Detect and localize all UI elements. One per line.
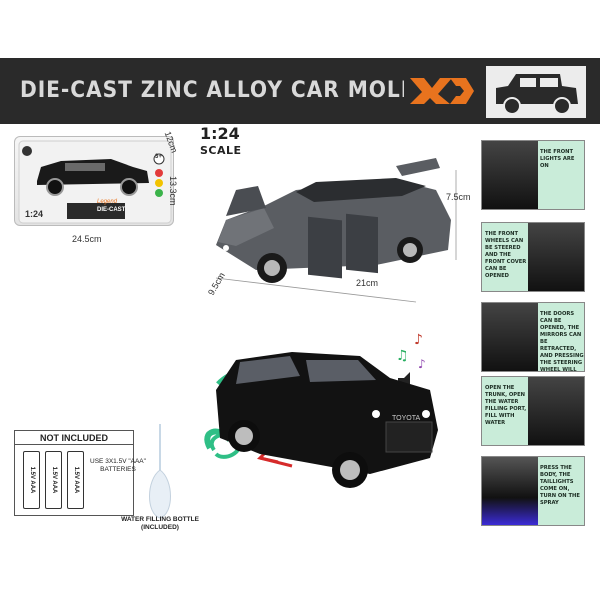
product-title: DIE-CAST ZINC ALLOY CAR MOLD xyxy=(20,78,419,103)
feature-text-spray: PRESS THE BODY, THE TAILLIGHTS COME ON, … xyxy=(540,465,580,506)
box-brand-line1: Legend xyxy=(97,199,118,205)
svg-text:♪: ♪ xyxy=(414,332,423,348)
sound-notes-icon: ♪ ♫ ♪ xyxy=(396,332,426,390)
battery-icon: 1.5V AAA xyxy=(67,451,84,509)
feature-image-front-lights xyxy=(482,141,538,209)
water-bottle-label: WATER FILLING BOTTLE (INCLUDED) xyxy=(121,516,199,531)
feature-image-water xyxy=(528,377,584,445)
feature-text-water: OPEN THE TRUNK, OPEN THE WATER FILLING P… xyxy=(485,385,527,426)
feature-panel-doors: THE DOORS CAN BE OPENED, THE MIRRORS CAN… xyxy=(481,302,585,372)
box-brand-line2: DIE-CAST xyxy=(97,207,126,213)
feature-text-doors: THE DOORS CAN BE OPENED, THE MIRRORS CAN… xyxy=(540,311,584,372)
svg-text:♫: ♫ xyxy=(396,348,409,364)
suv-silhouette-icon xyxy=(486,66,586,118)
car-height-dimension: 7.5cm xyxy=(446,192,471,202)
water-bottle-icon xyxy=(149,424,171,519)
xd-logo xyxy=(404,72,478,110)
svg-text:♪: ♪ xyxy=(418,357,426,371)
batteries-not-included-label: NOT INCLUDED xyxy=(15,431,133,445)
feature-text-steering: THE FRONT WHEELS CAN BE STEERED AND THE … xyxy=(485,231,527,279)
scale-value: 1:24 xyxy=(200,124,240,143)
battery-box: NOT INCLUDED 1.5V AAA 1.5V AAA 1.5V AAA xyxy=(14,430,134,516)
scale-label: SCALE xyxy=(200,144,242,157)
retail-box-photo: 1:24 Legend DIE-CAST 3+ xyxy=(14,136,174,226)
age-badge: 3+ xyxy=(155,154,162,160)
box-scale-label: 1:24 xyxy=(25,209,44,219)
header-banner: DIE-CAST ZINC ALLOY CAR MOLD xyxy=(0,58,600,124)
car-length-dimension: 21cm xyxy=(356,278,379,288)
feature-image-doors xyxy=(482,303,538,371)
feature-panel-steering: THE FRONT WHEELS CAN BE STEERED AND THE … xyxy=(481,222,585,292)
box-width-dimension: 24.5cm xyxy=(72,234,102,244)
battery-icon: 1.5V AAA xyxy=(45,451,62,509)
box-height-dimension: 13.3cm xyxy=(168,176,178,206)
grey-suv-open-doors-illustration xyxy=(215,158,457,303)
feature-panel-water: OPEN THE TRUNK, OPEN THE WATER FILLING P… xyxy=(481,376,585,446)
battery-usage-text: USE 3X1.5V "AAA" BATTERIES xyxy=(90,458,146,473)
black-car-brand-text: TOYOTA xyxy=(392,415,420,422)
feature-panel-spray: PRESS THE BODY, THE TAILLIGHTS COME ON, … xyxy=(481,456,585,526)
black-toyota-suv-illustration: TOYOTA xyxy=(204,352,438,488)
feature-panel-front-lights: THE FRONT LIGHTS ARE ON xyxy=(481,140,585,210)
feature-text-front-lights: THE FRONT LIGHTS ARE ON xyxy=(540,149,575,169)
battery-icon: 1.5V AAA xyxy=(23,451,40,509)
feature-image-steering xyxy=(528,223,584,291)
boxed-car-illustration xyxy=(18,140,172,224)
feature-image-spray xyxy=(482,457,538,525)
